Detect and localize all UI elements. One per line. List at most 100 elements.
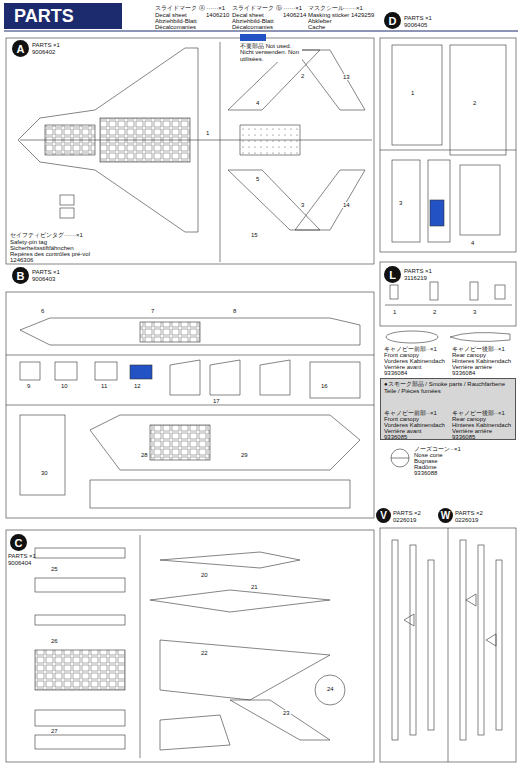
part-note: PARTS ×1 — [404, 15, 432, 21]
letter-text: L — [389, 269, 396, 281]
sprue-vw — [380, 528, 516, 762]
part-note: Decal sheet — [155, 12, 187, 18]
callout-number: 5 — [255, 176, 260, 182]
sprue-a — [6, 38, 374, 264]
callout-number: 1 — [205, 130, 210, 136]
part-note: 0226019 — [393, 517, 416, 523]
callout-number: 4 — [255, 100, 260, 106]
callout-number: 8 — [232, 308, 237, 314]
part-note: Radôme — [414, 464, 437, 470]
part-note: 9336088 — [414, 470, 437, 476]
part-note: 1406214 — [283, 12, 306, 18]
part-note: 9006402 — [32, 49, 55, 55]
callout-number: 15 — [250, 232, 259, 238]
part-note: マスクシール······×1 — [308, 5, 363, 11]
part-note: PARTS ×1 — [32, 269, 60, 275]
part-note: Hinteres Kabinendach — [452, 358, 511, 364]
part-note: 9336084 — [384, 370, 407, 376]
part-note: キャノピー後部··×1 — [452, 346, 505, 352]
part-note: 0226019 — [455, 517, 478, 523]
part-note: Masking sticker 1429259 — [308, 12, 374, 18]
sprue-letter: D — [384, 12, 401, 29]
callout-number: 2 — [472, 100, 477, 106]
letter-text: A — [17, 43, 25, 55]
part-note: Verrière avant — [384, 364, 421, 370]
part-note: Front canopy — [384, 416, 419, 422]
callout-number: 14 — [342, 202, 351, 208]
callout-number: 6 — [40, 308, 45, 314]
part-note: PARTS ×1 — [32, 42, 60, 48]
letter-text: V — [380, 510, 387, 521]
part-note: Cache — [308, 24, 325, 30]
callout-number: 28 — [140, 452, 149, 458]
part-note: ノーズコーン··×1 — [414, 446, 461, 452]
part-note: Rear canopy — [452, 352, 486, 358]
callout-number: 25 — [50, 566, 59, 572]
callout-number: 17 — [212, 398, 221, 404]
part-note: Verrière arrière — [452, 428, 492, 434]
legend-swatch — [240, 34, 266, 41]
letter-text: C — [15, 537, 23, 549]
part-note: Nose cone — [414, 452, 443, 458]
sprue-letter: B — [12, 267, 29, 284]
callout-number: 23 — [282, 710, 291, 716]
part-note: Décalcomanies — [232, 24, 273, 30]
part-note: 1406210 — [206, 12, 229, 18]
part-note: セイフティピンタグ······×1 — [10, 232, 83, 238]
part-note: キャノピー後部··×1 — [452, 410, 505, 416]
callout-number: 22 — [200, 650, 209, 656]
part-note: Vorderes Kabinendach — [384, 422, 445, 428]
callout-number: 21 — [250, 584, 259, 590]
part-note: Vorderes Kabinendach — [384, 358, 445, 364]
callout-number: 1 — [392, 309, 397, 315]
part-note: 1246306 — [10, 257, 33, 263]
callout-number: 9 — [26, 383, 31, 389]
title-text: PARTS — [14, 7, 74, 26]
part-note: Safety-pin tag — [10, 239, 47, 245]
part-note: Decal sheet — [232, 12, 264, 18]
sprue-l — [380, 262, 516, 467]
callout-number: 4 — [470, 240, 475, 246]
sprue-c — [6, 530, 374, 762]
letter-text: D — [389, 15, 397, 27]
letter-text: B — [17, 270, 25, 282]
callout-number: 24 — [326, 686, 335, 692]
letter-text: W — [441, 510, 450, 521]
callout-number: 16 — [320, 383, 329, 389]
part-note: 3116219 — [404, 275, 427, 281]
sprue-letter: W — [438, 508, 453, 523]
part-note: 9336085 — [384, 434, 407, 440]
part-note: Hinteres Kabinendach — [452, 422, 511, 428]
part-note: PARTS ×1 — [404, 268, 432, 274]
sprue-letter: C — [10, 534, 27, 551]
part-note: Bugnase — [414, 458, 438, 464]
part-note: Verrière arrière — [452, 364, 492, 370]
part-note: Abziehbild-Blatt — [232, 18, 274, 24]
sprue-letter: A — [12, 40, 29, 57]
callout-number: 13 — [342, 74, 351, 80]
sprue-letter: V — [376, 508, 391, 523]
legend-text: 不要部品 Not used. Nicht verwenden. Non util… — [240, 43, 302, 62]
callout-number: 2 — [300, 73, 305, 79]
part-note: Décalcomanies — [155, 24, 196, 30]
part-note: キャノピー前部··×1 — [384, 346, 437, 352]
callout-number: 26 — [50, 638, 59, 644]
part-note: Front canopy — [384, 352, 419, 358]
part-note: Verrière avant — [384, 428, 421, 434]
part-note: 9006405 — [404, 22, 427, 28]
callout-number: 30 — [40, 470, 49, 476]
part-note: 9336084 — [452, 370, 475, 376]
callout-number: 20 — [200, 572, 209, 578]
panel-heading: ●スモーク部品 / Smoke parts / Rauchfarbene Tei… — [384, 381, 512, 394]
part-note: Repères des contrôles pré-vol — [10, 251, 90, 257]
title-bar — [4, 3, 122, 29]
part-note: Abkleber — [308, 18, 332, 24]
sprue-letter: L — [384, 266, 401, 283]
part-note: 9006404 — [8, 560, 31, 566]
callout-number: 11 — [100, 383, 108, 389]
callout-number: 7 — [150, 308, 155, 314]
callout-number: 3 — [472, 309, 477, 315]
part-note: PARTS ×1 — [8, 553, 36, 559]
callout-number: 2 — [432, 309, 437, 315]
callout-number: 29 — [240, 452, 249, 458]
